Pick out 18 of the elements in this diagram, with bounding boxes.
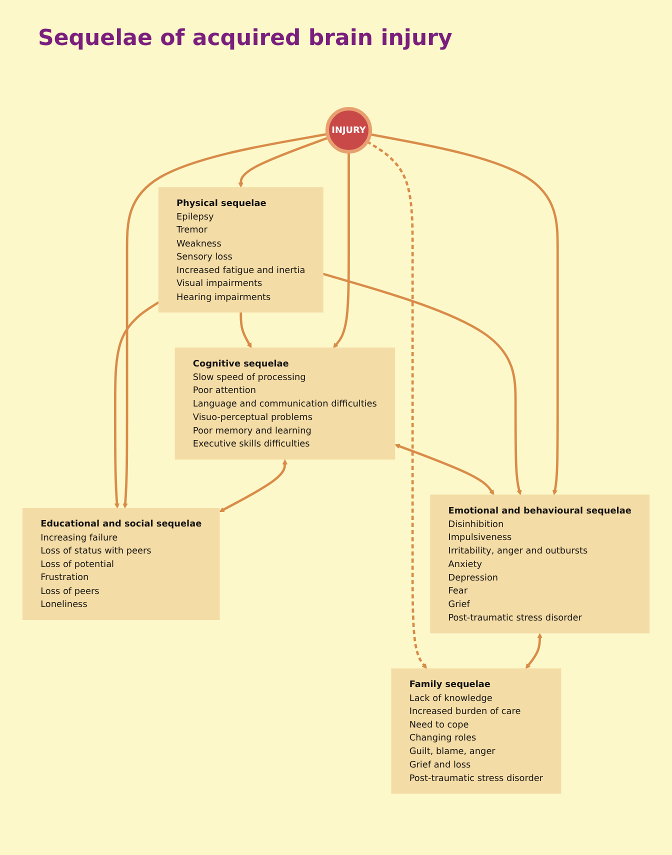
diagram-title: Sequelae of acquired brain injury	[38, 26, 452, 51]
node-box: Emotional and behavioural sequelae Disinhibition Impulsiveness Irritability, anger and outbursts Anxiety Depression Fear Grief Post-traumatic stress disorder	[430, 494, 650, 634]
arrow	[219, 459, 288, 512]
arrow	[394, 444, 494, 496]
arrow	[333, 152, 350, 348]
node-box: Physical sequelae Epilepsy Tremor Weakness Sensory loss Increased fatigue and inertia Visual impairments Hearing impairments	[158, 187, 324, 312]
node-box: Educational and social sequelae Increasing failure Loss of status with peers Loss of potential Frustration Loss of peers Loneliness	[22, 508, 220, 620]
arrow	[366, 140, 427, 669]
node-box: Cognitive sequelae Slow speed of processing Poor attention Language and communication difficulties Visuo-perceptual problems Poor memory and learning Executive skills difficulties	[174, 347, 396, 460]
arrow	[240, 312, 252, 348]
arrow	[322, 272, 522, 496]
node-box: Family sequelae Lack of knowledge Increased burden of care Need to cope Changing roles Guilt, blame, anger Grief and loss Post-traumatic stress disorder	[391, 668, 562, 794]
arrow	[238, 136, 329, 188]
node-circle: INJURY	[325, 106, 372, 154]
arrow	[122, 132, 328, 508]
arrow	[370, 133, 559, 496]
arrow	[114, 301, 160, 508]
arrow	[525, 632, 542, 669]
